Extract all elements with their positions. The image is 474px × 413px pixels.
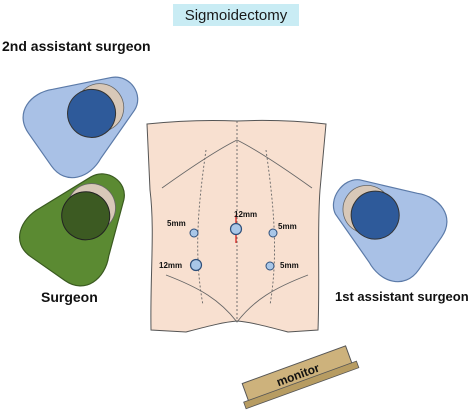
port-right-lower-label: 5mm <box>280 261 299 270</box>
port-left-upper <box>189 228 199 238</box>
ports: 5mm 12mm 5mm 12mm 5mm <box>159 210 299 272</box>
diagram-title-box: Sigmoidectomy <box>173 4 299 26</box>
diagram-title: Sigmoidectomy <box>184 6 288 24</box>
second-assistant-label: 2nd assistant surgeon <box>2 38 151 54</box>
surgeon-label: Surgeon <box>41 289 98 305</box>
first-assistant-figure <box>333 179 448 283</box>
first-assistant-head <box>350 190 400 240</box>
port-right-upper-label: 5mm <box>278 222 297 231</box>
second-assistant-figure <box>22 76 139 179</box>
monitor-stand <box>243 360 360 410</box>
port-left-upper-label: 5mm <box>167 219 186 228</box>
port-left-lower <box>189 258 203 272</box>
surgeon-head <box>61 191 111 241</box>
port-right-lower <box>265 261 275 271</box>
port-right-upper <box>268 228 278 238</box>
port-umbilical <box>229 222 243 236</box>
monitor: monitor <box>241 345 360 410</box>
port-umbilical-label: 12mm <box>234 210 257 219</box>
surgeon-figure <box>19 173 125 287</box>
first-assistant-label: 1st assistant surgeon <box>335 289 469 304</box>
second-assistant-head <box>67 88 117 138</box>
port-left-lower-label: 12mm <box>159 261 182 270</box>
